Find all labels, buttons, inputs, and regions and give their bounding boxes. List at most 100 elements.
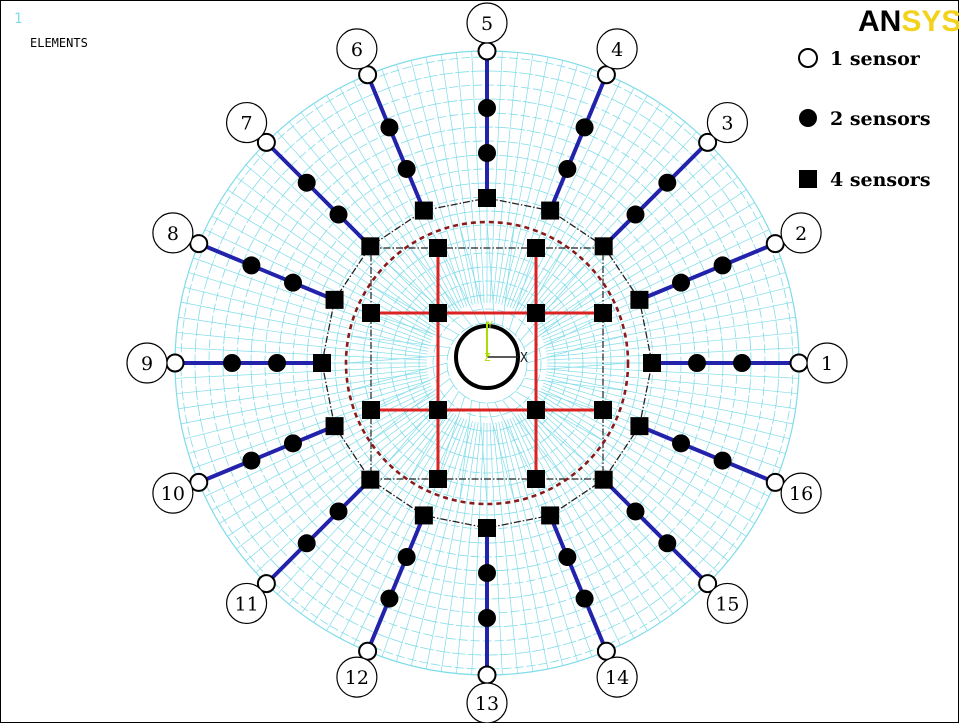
arm-8 bbox=[197, 241, 338, 303]
triad-z-label: Z bbox=[484, 351, 491, 364]
mesh-radial bbox=[492, 422, 518, 674]
mesh-radial bbox=[440, 422, 479, 672]
mesh-radial bbox=[396, 64, 470, 306]
arm-11 bbox=[264, 476, 374, 586]
mesh-radial bbox=[381, 69, 468, 307]
one-sensor-marker bbox=[256, 132, 276, 152]
mesh-diagonal bbox=[514, 246, 566, 335]
two-sensor-marker bbox=[626, 502, 645, 521]
mesh-radial bbox=[326, 414, 457, 631]
two-sensor-marker bbox=[329, 205, 348, 224]
mesh-diagonal bbox=[501, 225, 515, 327]
arm-3 bbox=[600, 140, 710, 250]
dashed-circle bbox=[344, 220, 630, 506]
arm-6 bbox=[365, 73, 427, 214]
four-sensor-marker bbox=[429, 470, 447, 488]
mesh-radial bbox=[489, 51, 503, 304]
arm-label-circle bbox=[336, 656, 378, 698]
mesh-radial bbox=[204, 229, 433, 338]
arm-label-14: 14 bbox=[605, 667, 629, 689]
two-sensor-marker bbox=[268, 354, 286, 372]
mesh-diagonal bbox=[370, 284, 459, 336]
mesh-diagonal bbox=[346, 354, 448, 364]
legend-filled-circle-icon bbox=[799, 109, 817, 127]
mesh-radial bbox=[536, 396, 747, 537]
arm-label-circle bbox=[596, 28, 638, 70]
mesh-radial bbox=[492, 52, 518, 304]
mesh-radial bbox=[541, 388, 770, 497]
legend-label-2: 2 sensors bbox=[830, 108, 931, 130]
mesh-radial bbox=[520, 412, 661, 623]
legend-open-circle-icon bbox=[798, 48, 818, 68]
mesh-radial bbox=[175, 347, 428, 361]
arm-label-circle bbox=[466, 682, 508, 723]
arm-label-circle bbox=[225, 582, 268, 625]
arm-label-13: 13 bbox=[475, 693, 499, 715]
two-sensor-marker bbox=[713, 451, 732, 470]
mesh-diagonal bbox=[459, 399, 473, 501]
mesh-radial bbox=[227, 189, 438, 330]
mesh-radial bbox=[180, 374, 429, 425]
mesh-radial bbox=[178, 316, 428, 355]
four-sensor-marker bbox=[325, 290, 344, 309]
mesh-radial bbox=[193, 382, 431, 469]
four-sensor-marker bbox=[361, 237, 380, 256]
four-sensor-marker bbox=[630, 417, 649, 436]
triad-x-label: X bbox=[520, 351, 528, 366]
two-sensor-marker bbox=[672, 434, 691, 453]
mesh-radial bbox=[245, 164, 441, 326]
one-sensor-marker bbox=[789, 353, 809, 373]
mesh-radial bbox=[546, 371, 796, 410]
mesh-radial bbox=[533, 400, 729, 562]
mesh-radial bbox=[538, 393, 755, 524]
four-sensor-marker bbox=[643, 354, 661, 372]
arm-label-7: 7 bbox=[241, 113, 253, 135]
mesh-radial bbox=[495, 422, 534, 672]
two-sensor-marker bbox=[575, 118, 594, 137]
mesh-diagonal bbox=[508, 395, 587, 463]
mesh-radial bbox=[495, 54, 534, 304]
arm-label-circle bbox=[806, 342, 848, 384]
two-sensor-marker bbox=[283, 273, 302, 292]
mesh-radial bbox=[277, 131, 447, 319]
mesh-diagonal bbox=[459, 225, 488, 324]
mesh-radial bbox=[471, 422, 485, 675]
mesh-radial bbox=[219, 202, 436, 333]
four-sensor-marker bbox=[361, 470, 380, 489]
mesh-radial bbox=[546, 332, 798, 358]
two-sensor-marker bbox=[478, 564, 496, 582]
legend-label-1: 1 sensor bbox=[830, 48, 921, 70]
four-sensor-marker bbox=[594, 470, 613, 489]
mesh-radial bbox=[543, 382, 781, 469]
mesh-radial bbox=[193, 257, 431, 344]
mesh-radial bbox=[313, 412, 454, 623]
four-sensor-marker bbox=[594, 304, 612, 322]
arm-label-4: 4 bbox=[611, 39, 623, 61]
four-sensor-marker bbox=[362, 304, 380, 322]
two-sensor-marker bbox=[380, 118, 399, 137]
mesh-radial bbox=[545, 301, 794, 352]
arm-14 bbox=[547, 512, 609, 653]
two-sensor-marker bbox=[297, 534, 316, 553]
mesh-radial bbox=[184, 286, 429, 349]
mesh-radial bbox=[471, 51, 485, 304]
mesh-diagonal bbox=[502, 399, 566, 480]
mesh-radial bbox=[456, 422, 482, 674]
arm-label-10: 10 bbox=[161, 483, 185, 505]
mesh-radial bbox=[313, 103, 454, 314]
mesh-radial bbox=[204, 388, 433, 497]
mesh-radial bbox=[227, 396, 438, 537]
mesh-radial bbox=[353, 417, 462, 646]
mesh-radial bbox=[300, 410, 452, 614]
legend-filled-square-icon bbox=[799, 170, 817, 188]
one-sensor-marker bbox=[698, 574, 718, 594]
logo-left: AN bbox=[858, 5, 901, 38]
four-sensor-marker bbox=[429, 239, 447, 257]
arm-label-16: 16 bbox=[789, 483, 813, 505]
triad-y-label: Y bbox=[487, 320, 493, 331]
four-sensor-marker bbox=[527, 304, 545, 322]
mesh-radial bbox=[543, 257, 781, 344]
mesh-radial bbox=[545, 377, 790, 440]
arm-12 bbox=[365, 512, 427, 653]
